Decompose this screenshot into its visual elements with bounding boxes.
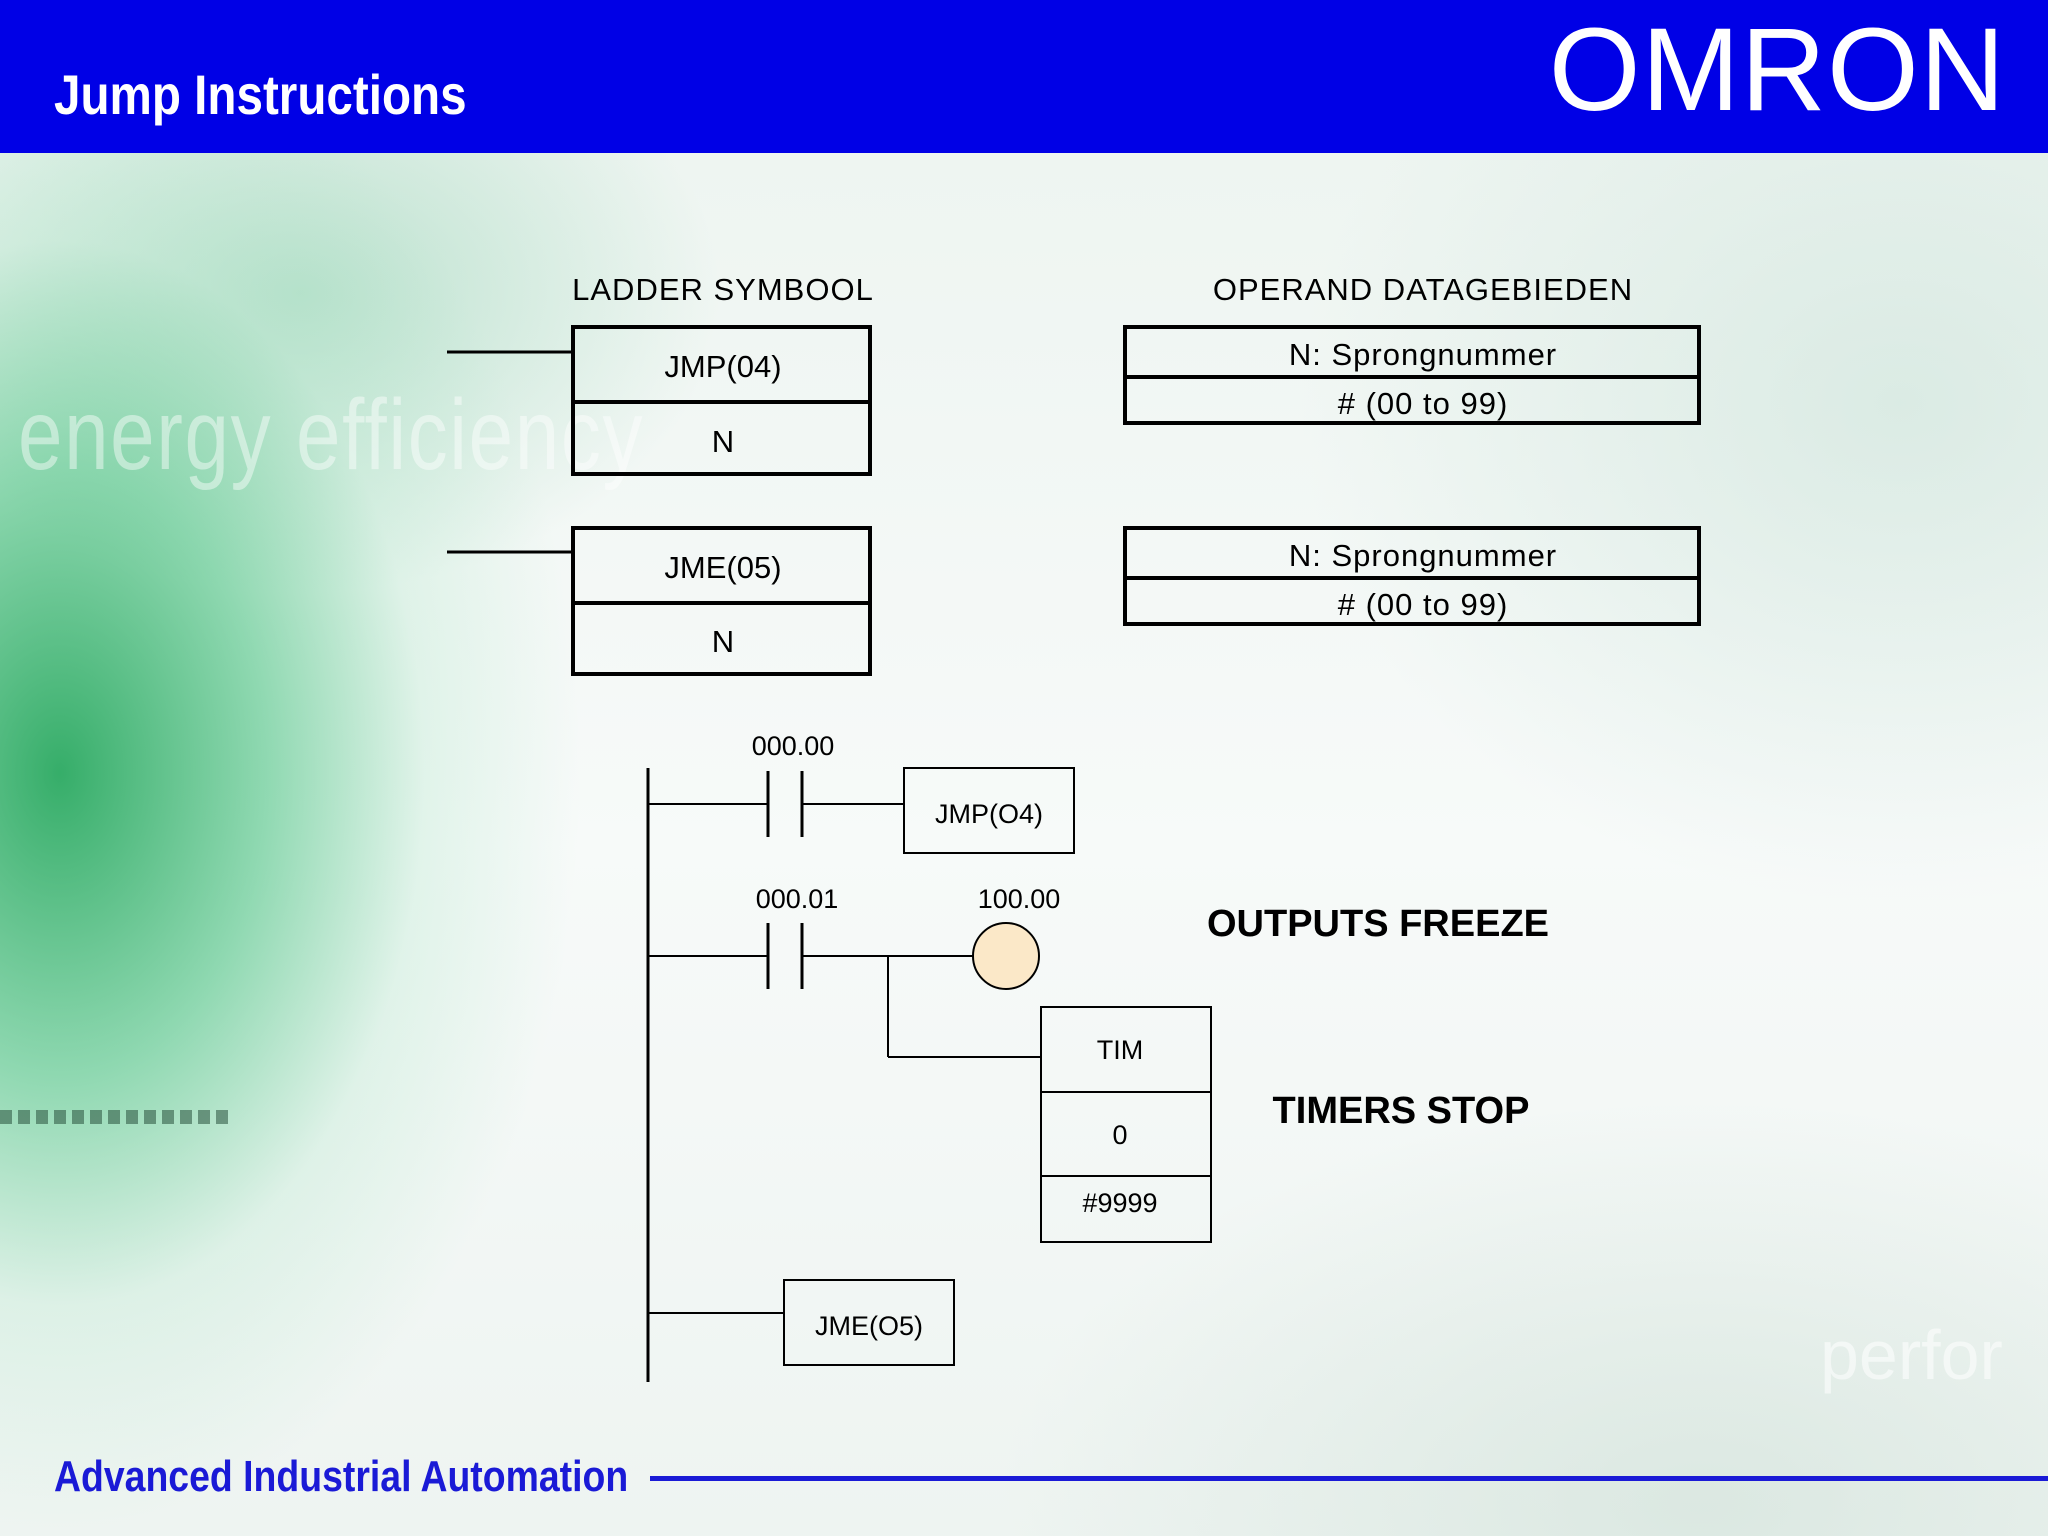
rung2-coil-address: 100.00 xyxy=(978,884,1061,914)
rung3-jme-label: JME(O5) xyxy=(815,1311,923,1341)
jmp-operand-label: N xyxy=(712,424,734,459)
jme-symbol-label: JME(05) xyxy=(664,550,781,585)
rung2-output-coil xyxy=(972,922,1040,990)
watermark-dashes xyxy=(0,1110,230,1124)
timer-setpoint: #9999 xyxy=(1082,1188,1157,1218)
jme-operand-table: N: Sprongnummer # (00 to 99) xyxy=(1123,526,1701,626)
brand-logo: OMRON xyxy=(1548,4,2006,136)
operand-area-heading: OPERAND DATAGEBIEDEN xyxy=(1213,272,1633,307)
timer-block xyxy=(1040,1006,1212,1243)
rung-2: 000.01 100.00 TIM 0 #9999 xyxy=(648,884,1212,1243)
rung-1: 000.00 JMP(O4) xyxy=(648,731,1075,854)
header-bar: Jump Instructions OMRON xyxy=(0,0,2048,153)
rung3-jme-box xyxy=(783,1279,955,1366)
jme-symbol: JME(05) N xyxy=(447,526,872,676)
jmp-operand-table: N: Sprongnummer # (00 to 99) xyxy=(1123,325,1701,425)
footer-rule xyxy=(650,1476,2048,1481)
rung1-jmp-box xyxy=(903,767,1075,854)
jmp-operand-area-range: # (00 to 99) xyxy=(1338,386,1509,421)
outputs-freeze-note: OUTPUTS FREEZE xyxy=(1207,903,1549,945)
timer-number: 0 xyxy=(1112,1120,1127,1150)
background xyxy=(0,153,2048,1536)
rung1-jmp-label: JMP(O4) xyxy=(935,799,1043,829)
jme-operand-label: N xyxy=(712,624,734,659)
rung-3: JME(O5) xyxy=(648,1279,955,1366)
jme-operand-area-range: # (00 to 99) xyxy=(1338,587,1509,622)
timers-stop-note: TIMERS STOP xyxy=(1273,1090,1530,1132)
footer-text: Advanced Industrial Automation xyxy=(54,1452,629,1501)
jmp-symbol: JMP(04) N xyxy=(447,325,872,476)
page-title: Jump Instructions xyxy=(54,63,467,126)
watermark-energy-efficiency: energy efficiency xyxy=(18,379,645,491)
timer-name: TIM xyxy=(1097,1035,1144,1065)
rung1-contact-address: 000.00 xyxy=(752,731,835,761)
watermark-performance: perfor xyxy=(1820,1316,2003,1394)
jme-operand-area-label: N: Sprongnummer xyxy=(1289,538,1557,573)
jmp-symbol-label: JMP(04) xyxy=(664,349,781,384)
ladder-symbol-heading: LADDER SYMBOOL xyxy=(572,272,874,307)
rung2-contact-address: 000.01 xyxy=(756,884,839,914)
jmp-operand-area-label: N: Sprongnummer xyxy=(1289,337,1557,372)
